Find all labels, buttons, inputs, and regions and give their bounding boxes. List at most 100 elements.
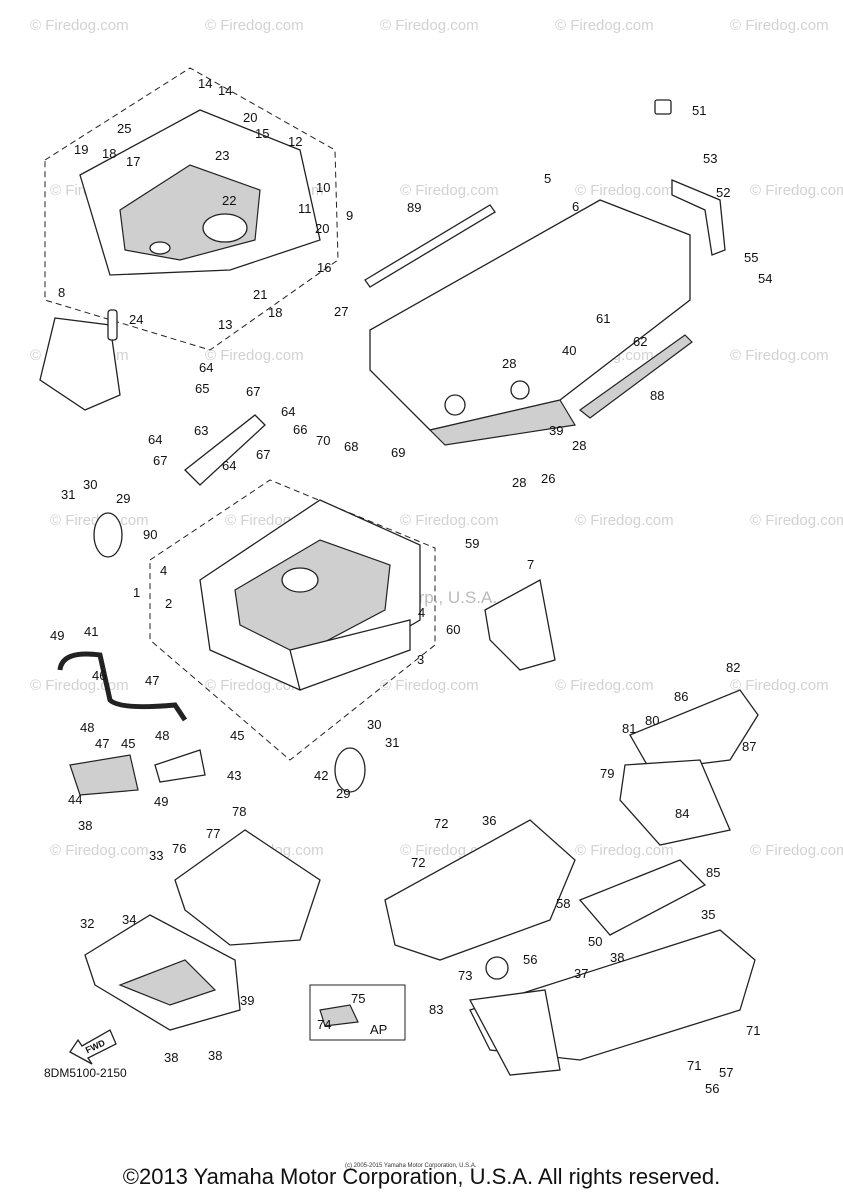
callout-45: 45 — [230, 728, 244, 743]
callout-6: 6 — [572, 199, 579, 214]
panel-85 — [578, 859, 707, 936]
watermark-text: © Firedog.com — [50, 842, 149, 859]
callout-14: 14 — [198, 76, 212, 91]
bracket-52 — [671, 179, 726, 256]
callout-60: 60 — [446, 622, 460, 637]
callout-48: 48 — [155, 728, 169, 743]
callout-64: 64 — [199, 360, 213, 375]
callout-58: 58 — [556, 896, 570, 911]
callout-43: 43 — [227, 768, 241, 783]
front-cowl-inner — [118, 959, 217, 1006]
watermark-text: © Firedog.com — [730, 677, 829, 694]
callout-5: 5 — [544, 171, 551, 186]
callout-78: 78 — [232, 804, 246, 819]
watermark-text: © Firedog.com — [575, 842, 674, 859]
callout-59: 59 — [465, 536, 479, 551]
grab-bar-41 — [57, 651, 188, 722]
rear-frame — [79, 109, 321, 276]
callout-31: 31 — [61, 487, 75, 502]
callout-14: 14 — [218, 83, 232, 98]
liner-76 — [174, 829, 321, 946]
callout-47: 47 — [145, 673, 159, 688]
callout-82: 82 — [726, 660, 740, 675]
callout-71: 71 — [746, 1023, 760, 1038]
assembly-1-box — [149, 479, 436, 761]
bracket-8 — [39, 309, 121, 411]
callout-18: 18 — [102, 146, 116, 161]
callout-1: 1 — [133, 585, 140, 600]
callout-4: 4 — [418, 605, 425, 620]
callout-39: 39 — [240, 993, 254, 1008]
callout-22: 22 — [222, 193, 236, 208]
side-cover-86 — [619, 689, 759, 846]
watermark-text: © Firedog.com — [555, 677, 654, 694]
callout-30: 30 — [83, 477, 97, 492]
callout-37: 37 — [574, 966, 588, 981]
callout-73: 73 — [458, 968, 472, 983]
callout-35: 35 — [701, 907, 715, 922]
watermark-text: © Firedog.com — [730, 17, 829, 34]
callout-86: 86 — [674, 689, 688, 704]
callout-41: 41 — [84, 624, 98, 639]
callout-28: 28 — [572, 438, 586, 453]
callout-57: 57 — [719, 1065, 733, 1080]
callout-29: 29 — [116, 491, 130, 506]
callout-69: 69 — [391, 445, 405, 460]
panel-36 — [384, 819, 576, 961]
callout-17: 17 — [126, 154, 140, 169]
callout-55: 55 — [744, 250, 758, 265]
callout-67: 67 — [246, 384, 260, 399]
callout-68: 68 — [344, 439, 358, 454]
callout-9: 9 — [346, 208, 353, 223]
callout-26: 26 — [541, 471, 555, 486]
strip-89 — [364, 204, 496, 288]
callout-45: 45 — [121, 736, 135, 751]
callout-38: 38 — [208, 1048, 222, 1063]
watermark-text: © Firedog.com — [380, 17, 479, 34]
callout-84: 84 — [675, 806, 689, 821]
watermark-text: © Firedog.com — [380, 677, 479, 694]
callout-42: 42 — [314, 768, 328, 783]
callout-66: 66 — [293, 422, 307, 437]
callout-13: 13 — [218, 317, 232, 332]
callout-85: 85 — [706, 865, 720, 880]
callout-28: 28 — [512, 475, 526, 490]
callout-49: 49 — [154, 794, 168, 809]
watermark-text: © Firedog.com — [555, 17, 654, 34]
watermark-text: © Firedog.com — [575, 182, 674, 199]
callout-65: 65 — [195, 381, 209, 396]
callout-33: 33 — [149, 848, 163, 863]
callout-4: 4 — [160, 563, 167, 578]
watermark-text: © Firedog.com — [400, 512, 499, 529]
callout-20: 20 — [243, 110, 257, 125]
callout-23: 23 — [215, 148, 229, 163]
callout-7: 7 — [527, 557, 534, 572]
ap-inset-box — [309, 984, 406, 1041]
callout-62: 62 — [633, 334, 647, 349]
watermark-text: © Firedog.com — [730, 347, 829, 364]
callout-72: 72 — [411, 855, 425, 870]
callout-34: 34 — [122, 912, 136, 927]
watermark-text: © Firedog.com — [400, 182, 499, 199]
callout-38: 38 — [164, 1050, 178, 1065]
callout-25: 25 — [117, 121, 131, 136]
watermark-text: © Firedog.com — [750, 842, 843, 859]
callout-54: 54 — [758, 271, 772, 286]
strut-63 — [184, 414, 266, 486]
callout-76: 76 — [172, 841, 186, 856]
callout-48: 48 — [80, 720, 94, 735]
watermark-text: © Firedog.com — [205, 17, 304, 34]
small-copyright-note: (c) 2005-2015 Yamaha Motor Corporation, … — [345, 1163, 477, 1169]
callout-21: 21 — [253, 287, 267, 302]
pad-44 — [69, 754, 139, 796]
boot-29 — [93, 512, 123, 558]
main-frame — [199, 499, 421, 691]
callout-64: 64 — [281, 404, 295, 419]
callout-27: 27 — [334, 304, 348, 319]
callout-50: 50 — [588, 934, 602, 949]
watermark-text: © Firedog.com — [575, 512, 674, 529]
callout-28: 28 — [502, 356, 516, 371]
callout-61: 61 — [596, 311, 610, 326]
callout-18: 18 — [268, 305, 282, 320]
